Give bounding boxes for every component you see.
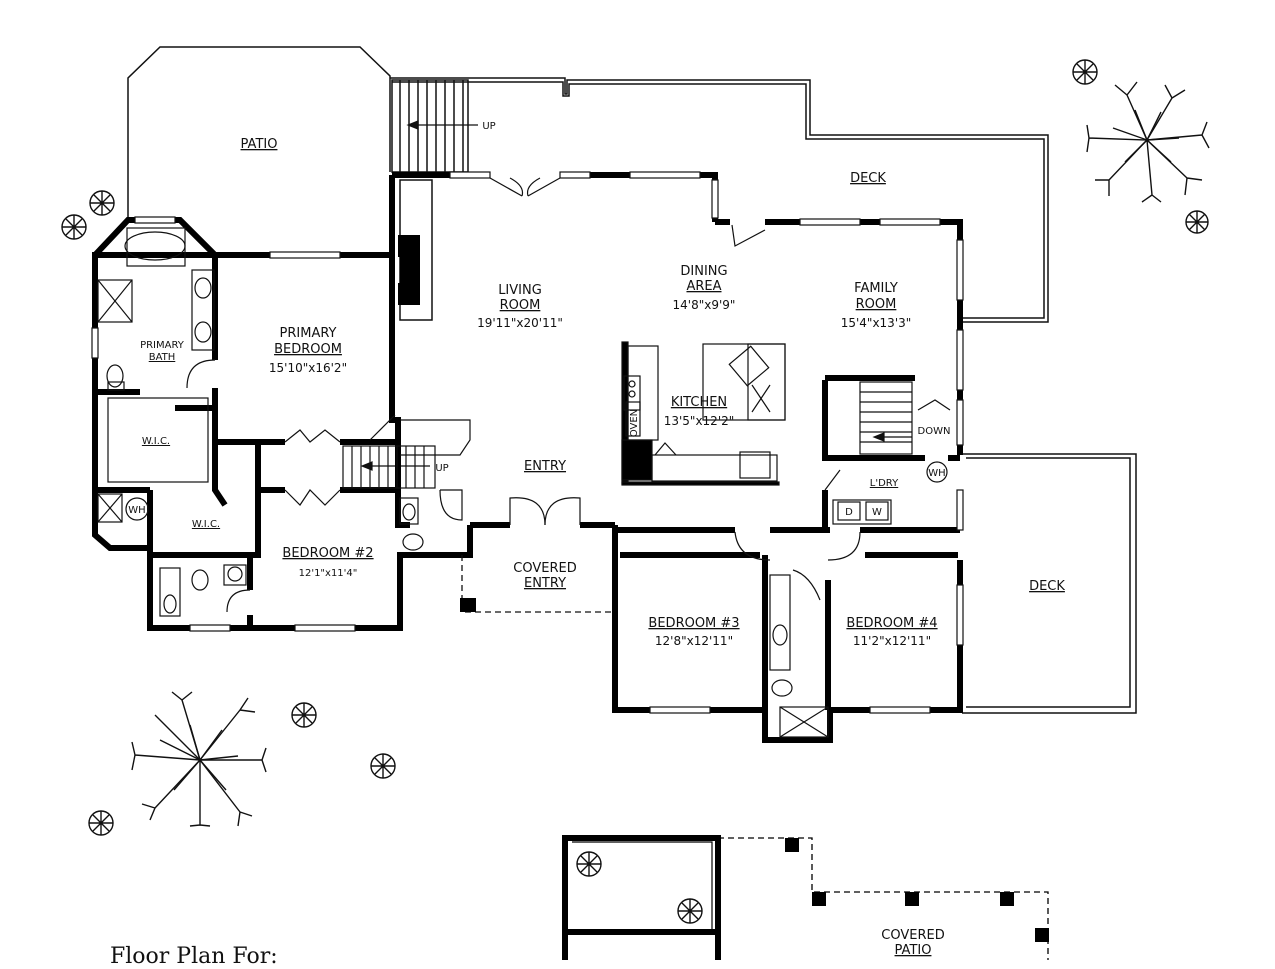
deck-right-outline: [962, 453, 1137, 714]
dims-bedroom4: 11'2"x12'11": [853, 634, 931, 648]
annotation-washer: W: [872, 507, 882, 518]
annotation-down: DOWN: [918, 426, 951, 437]
label-bedroom3: BEDROOM #3: [648, 616, 739, 631]
windows: [91, 171, 964, 714]
label-deck-top: DECK: [850, 171, 886, 186]
walls: [92, 172, 963, 743]
plan-title: Floor Plan For:: [110, 944, 278, 969]
dims-bedroom2: 12'1"x11'4": [299, 568, 358, 579]
dims-primary-bedroom: 15'10"x16'2": [269, 361, 347, 375]
annotation-oven: OVEN: [629, 409, 640, 437]
wall-bedroom3: [612, 525, 963, 743]
landscape: [61, 59, 1210, 924]
label-primary-bath-1: PRIMARY: [140, 340, 185, 351]
label-wic-1: W.I.C.: [142, 436, 170, 447]
label-family-1: FAMILY: [854, 281, 898, 296]
label-living-2: ROOM: [500, 298, 541, 313]
label-covered-entry-1: COVERED: [513, 561, 576, 576]
label-laundry: L'DRY: [870, 478, 899, 489]
dims-kitchen: 13'5"x12'2": [664, 414, 735, 428]
room-labels: PATIO DECK DECK LIVING ROOM 19'11"x20'11…: [140, 137, 1065, 958]
label-primary-bedroom-1: PRIMARY: [280, 326, 337, 341]
covered-patio-outline: [562, 835, 1049, 960]
wall-living-left: [389, 175, 410, 528]
label-wic-2: W.I.C.: [192, 519, 220, 530]
deck-top-inner: [392, 81, 1045, 319]
label-dining-1: DINING: [680, 264, 727, 279]
dims-family: 15'4"x13'3": [841, 316, 912, 330]
deck-top-outline: [390, 77, 1049, 323]
annotation-dryer: D: [845, 507, 853, 518]
label-patio: PATIO: [241, 137, 278, 152]
deck-right-inner: [966, 457, 1131, 708]
annotation-wh-1: WH: [128, 505, 145, 516]
bath-fixtures: [97, 227, 948, 738]
label-family-2: ROOM: [856, 297, 897, 312]
annotation-up-deck: UP: [482, 121, 495, 132]
label-covered-patio-1: COVERED: [881, 928, 944, 943]
stairs-deck: [391, 79, 469, 173]
label-bedroom4: BEDROOM #4: [846, 616, 937, 631]
label-primary-bedroom-2: BEDROOM: [274, 342, 342, 357]
label-covered-entry-2: ENTRY: [524, 576, 566, 591]
patio-outline: [127, 46, 391, 218]
annotations: UP UP DOWN OVEN WH WH D W: [128, 121, 950, 518]
label-primary-bath-2: BATH: [149, 352, 176, 363]
annotation-wh-2: WH: [928, 468, 945, 479]
outdoor-outlines: [127, 46, 1137, 714]
label-bedroom2: BEDROOM #2: [282, 546, 373, 561]
dims-dining: 14'8"x9'9": [673, 298, 736, 312]
wall-primary-bath: [92, 252, 473, 631]
kitchen-fixtures: [621, 341, 786, 486]
label-living-1: LIVING: [498, 283, 542, 298]
doors: [186, 177, 951, 613]
annotation-up-stairs: UP: [435, 463, 448, 474]
label-dining-2: AREA: [686, 279, 721, 294]
dims-living: 19'11"x20'11": [477, 316, 563, 330]
label-kitchen: KITCHEN: [671, 395, 727, 410]
stairs-interior: [342, 381, 913, 489]
label-covered-patio-2: PATIO: [895, 943, 932, 958]
dims-bedroom3: 12'8"x12'11": [655, 634, 733, 648]
tree-large-left: [131, 691, 267, 827]
tree-large-right: [1086, 81, 1210, 203]
label-deck-right: DECK: [1029, 579, 1065, 594]
label-entry: ENTRY: [524, 459, 566, 474]
